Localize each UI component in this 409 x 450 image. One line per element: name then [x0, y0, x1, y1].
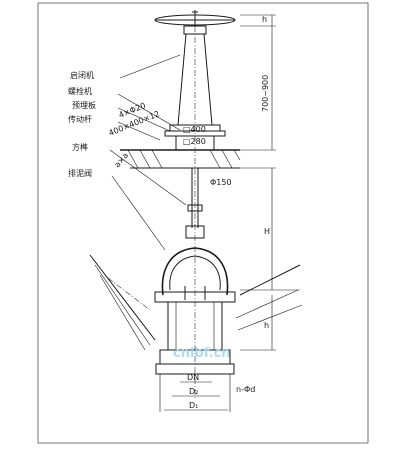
ground-slab — [120, 149, 241, 169]
label-dim-h-bottom: h — [264, 321, 269, 330]
label-embedded-plate: 预埋板 — [72, 100, 96, 110]
handwheel — [154, 10, 236, 26]
label-dim-D1: D₁ — [189, 401, 198, 410]
label-screw-hoist: 螺栓机 — [68, 86, 92, 96]
label-dim-H: H — [264, 227, 270, 236]
label-dim-height-range: 700~900 — [261, 75, 270, 112]
label-drive-rod: 传动杆 — [68, 114, 92, 124]
valve-body — [154, 247, 236, 375]
label-dim-D2: D₂ — [189, 387, 198, 396]
drawing-border — [37, 2, 369, 444]
label-handwheel-device: 启闭机 — [70, 70, 94, 80]
label-dim-h-top: h — [262, 15, 267, 24]
leader-lines — [109, 54, 187, 251]
label-phi150: Φ150 — [210, 178, 232, 187]
hoist-column — [177, 25, 213, 400]
label-dim-holes: n-Φd — [236, 385, 255, 394]
drive-rod — [185, 168, 205, 239]
label-drain-valve: 排泥阀 — [68, 168, 92, 178]
label-square-post: 方榫 — [72, 142, 88, 152]
label-box-280: □280 — [183, 137, 206, 146]
label-dim-DN: DN — [187, 373, 199, 382]
watermark-text: cnlbf.cn — [173, 346, 231, 361]
right-dimensions — [240, 14, 300, 351]
bottom-dimensions — [159, 374, 231, 412]
label-box-400: □400 — [183, 125, 206, 134]
